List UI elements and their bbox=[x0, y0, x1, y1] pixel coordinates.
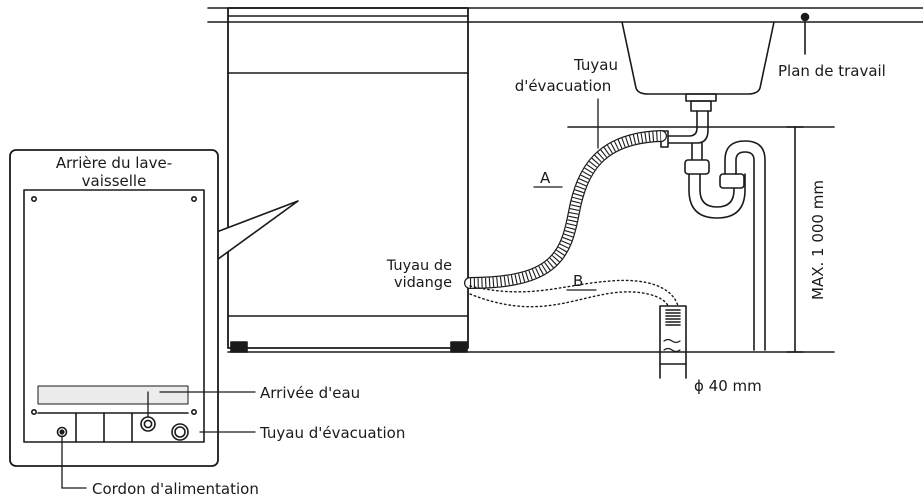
sink bbox=[621, 21, 775, 112]
rear-title-line1: Arrière du lave- bbox=[56, 154, 172, 172]
max-height-dimension bbox=[786, 126, 804, 353]
drain-hose-label-line1: Tuyau de bbox=[386, 258, 452, 274]
evacuation-hose-label-line1: Tuyau bbox=[573, 56, 618, 74]
drain-hose-route-a bbox=[464, 130, 667, 289]
countertop-label: Plan de travail bbox=[778, 62, 886, 80]
drain-hose-label-line2: vidange bbox=[394, 275, 452, 291]
callout-wedge bbox=[213, 200, 299, 263]
evacuation-hose-label-line2: d'évacuation bbox=[515, 77, 612, 95]
siphon bbox=[660, 110, 766, 351]
evacuation-outlet-label: Tuyau d'évacuation bbox=[259, 424, 405, 442]
route-a-label: A bbox=[540, 169, 551, 187]
max-height-label: MAX. 1 000 mm bbox=[809, 180, 827, 300]
rear-title-line2: vaisselle bbox=[82, 172, 147, 190]
countertop bbox=[207, 7, 923, 55]
diameter-label: ϕ 40 mm bbox=[694, 377, 762, 395]
drain-hose-route-b bbox=[469, 279, 679, 308]
water-inlet-label: Arrivée d'eau bbox=[260, 384, 360, 402]
route-b-label: B bbox=[573, 272, 583, 290]
standpipe bbox=[659, 305, 687, 379]
rear-panel bbox=[9, 149, 219, 467]
leader-lines bbox=[61, 98, 599, 489]
power-cord-label: Cordon d'alimentation bbox=[92, 480, 259, 498]
dishwasher-body bbox=[227, 7, 469, 353]
diagram-labels: Arrière du lave- vaisselle Tuyau d'évacu… bbox=[56, 56, 886, 498]
